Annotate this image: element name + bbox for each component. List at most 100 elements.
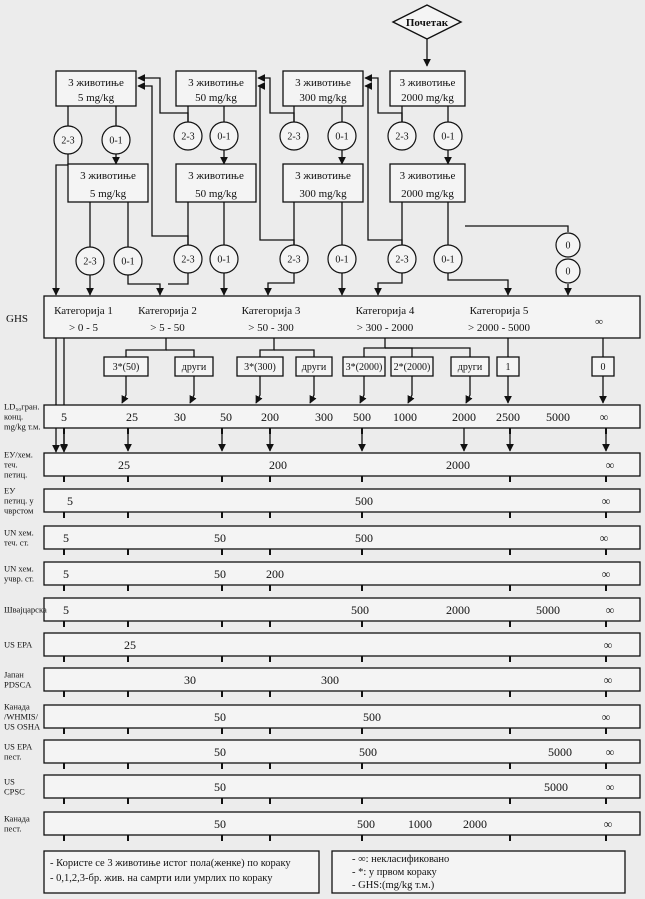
outcome-circle-r2-6 bbox=[327, 244, 357, 274]
outcome-circle-r2-5-label: 2-3 bbox=[287, 255, 300, 266]
outcome-circle-r1-5-label: 2-3 bbox=[287, 132, 300, 143]
row-label-6-l1: Швајцарска bbox=[4, 605, 47, 615]
step1-box-1-line1: 3 животиње bbox=[68, 77, 124, 89]
c bbox=[259, 338, 275, 357]
row-11-value-3: ∞ bbox=[606, 780, 615, 794]
table-row-8 bbox=[43, 667, 641, 692]
row-4-value-3: 500 bbox=[355, 531, 373, 545]
row-label-1-l1: LD₅₀гран. bbox=[4, 402, 39, 412]
start-diamond bbox=[391, 4, 463, 40]
table-row-4 bbox=[43, 525, 641, 550]
row-8-value-3: ∞ bbox=[604, 673, 613, 687]
sub-box-9-label: 0 bbox=[601, 362, 606, 373]
step1-box-4 bbox=[389, 70, 466, 107]
step1-box-1 bbox=[55, 70, 137, 107]
row-10-value-3: 5000 bbox=[548, 745, 572, 759]
c bbox=[385, 347, 471, 357]
start-label: Почетак bbox=[406, 17, 449, 29]
row-2-value-4: ∞ bbox=[606, 458, 615, 472]
step1-box-4-line1: 3 животиње bbox=[400, 77, 456, 89]
row-4-value-2: 50 bbox=[214, 531, 226, 545]
table-row-2 bbox=[43, 452, 641, 477]
row-label-7-l1: US EPA bbox=[4, 640, 33, 650]
row-label-4-l2: теч. ст. bbox=[4, 538, 29, 548]
sub-box-6-label: 2*(2000) bbox=[394, 362, 431, 373]
step2-box-3-line2: 300 mg/kg bbox=[299, 188, 347, 200]
row-2-value-2: 200 bbox=[269, 458, 287, 472]
outcome-circle-r2-1-label: 2-3 bbox=[83, 257, 96, 268]
legend-right-line-2: - *: у првом кораку bbox=[352, 867, 438, 878]
c bbox=[274, 349, 315, 357]
table-row-7 bbox=[43, 632, 641, 657]
outcome-circle-r2-6-label: 0-1 bbox=[335, 255, 348, 266]
row-label-11-l2: CPSC bbox=[4, 787, 25, 797]
to-ghs bbox=[374, 273, 403, 296]
outcome-circle-r2-7-label: 2-3 bbox=[395, 255, 408, 266]
step2-box-3 bbox=[282, 163, 364, 203]
row-9-value-3: ∞ bbox=[602, 710, 611, 724]
table-row-1 bbox=[43, 404, 641, 429]
legend-right-box bbox=[331, 850, 626, 894]
sub-box-5 bbox=[342, 356, 386, 377]
table-row-3 bbox=[43, 488, 641, 513]
c bbox=[168, 273, 189, 285]
outcome-circle-r1-7 bbox=[387, 121, 417, 151]
step2-box-4-line2: 2000 mg/kg bbox=[401, 188, 454, 200]
step1-box-3-line1: 3 животиње bbox=[295, 77, 351, 89]
row-label-8-l2: PDSCA bbox=[4, 680, 32, 690]
outcome-circle-r1-8 bbox=[433, 121, 463, 151]
ghs-row bbox=[43, 295, 641, 339]
outcome-circle-r1-6-label: 0-1 bbox=[335, 132, 348, 143]
row-8-value-1: 30 bbox=[184, 673, 196, 687]
ghs-category-4-range: > 300 - 2000 bbox=[357, 322, 414, 334]
row-6-value-5: ∞ bbox=[606, 603, 615, 617]
row-6-value-2: 500 bbox=[351, 603, 369, 617]
sub-box-1-label: 3*(50) bbox=[113, 362, 140, 373]
row-label-4-l1: UN хем. bbox=[4, 528, 34, 538]
ghs-category-1-range: > 0 - 5 bbox=[69, 322, 99, 334]
outcome-circle-r1-2 bbox=[101, 125, 131, 155]
row-5-value-3: 200 bbox=[266, 567, 284, 581]
outcome-circle-r2-2 bbox=[113, 246, 143, 276]
step1-box-2-line2: 50 mg/kg bbox=[195, 92, 237, 104]
row-6-value-3: 2000 bbox=[446, 603, 470, 617]
c bbox=[465, 225, 569, 232]
row-1-value-1: 5 bbox=[61, 410, 67, 424]
row-3-value-1: 5 bbox=[67, 494, 73, 508]
row-6-value-1: 5 bbox=[63, 603, 69, 617]
row-1-value-10: 2500 bbox=[496, 410, 520, 424]
outcome-circle-r1-3-label: 2-3 bbox=[181, 132, 194, 143]
row-1-value-2: 25 bbox=[126, 410, 138, 424]
c bbox=[166, 349, 195, 357]
ghs-category-6-range: ∞ bbox=[595, 316, 603, 328]
row-5-value-4: ∞ bbox=[602, 567, 611, 581]
step1-box-3-line2: 300 mg/kg bbox=[299, 92, 347, 104]
row-label-9-l3: US OSHA bbox=[4, 722, 41, 732]
sub-box-8 bbox=[496, 356, 520, 377]
sub-box-1 bbox=[103, 356, 149, 377]
outcome-circle-r1-6 bbox=[327, 121, 357, 151]
row-label-5-l1: UN хем. bbox=[4, 564, 34, 574]
step1-box-1-line2: 5 mg/kg bbox=[78, 92, 115, 104]
sub-box-8-label: 1 bbox=[506, 362, 511, 373]
row-2-value-3: 2000 bbox=[446, 458, 470, 472]
ghs-label: GHS bbox=[6, 313, 28, 325]
step2-box-1 bbox=[67, 163, 149, 203]
outcome-circle-r2-4 bbox=[209, 244, 239, 274]
outcome-circle-zero-1-label: 0 bbox=[566, 241, 571, 252]
to-ld50 bbox=[359, 376, 367, 404]
ghs-category-4-name: Категорија 4 bbox=[356, 305, 415, 317]
outcome-circle-r1-5 bbox=[279, 121, 309, 151]
sub-box-9 bbox=[591, 356, 615, 377]
row-label-2-l1: ЕУ/хем. bbox=[4, 450, 33, 460]
outcome-circle-r2-3-label: 2-3 bbox=[181, 255, 194, 266]
ghs-category-3-name: Категорија 3 bbox=[242, 305, 301, 317]
row-4-value-1: 5 bbox=[63, 531, 69, 545]
c bbox=[363, 338, 386, 357]
outcome-circle-r1-4-label: 0-1 bbox=[217, 132, 230, 143]
row-9-value-2: 500 bbox=[363, 710, 381, 724]
step2-box-4 bbox=[389, 163, 466, 203]
outcome-circle-r2-8 bbox=[433, 244, 463, 274]
outcome-circle-zero-2 bbox=[555, 258, 581, 284]
row-10-value-2: 500 bbox=[359, 745, 377, 759]
